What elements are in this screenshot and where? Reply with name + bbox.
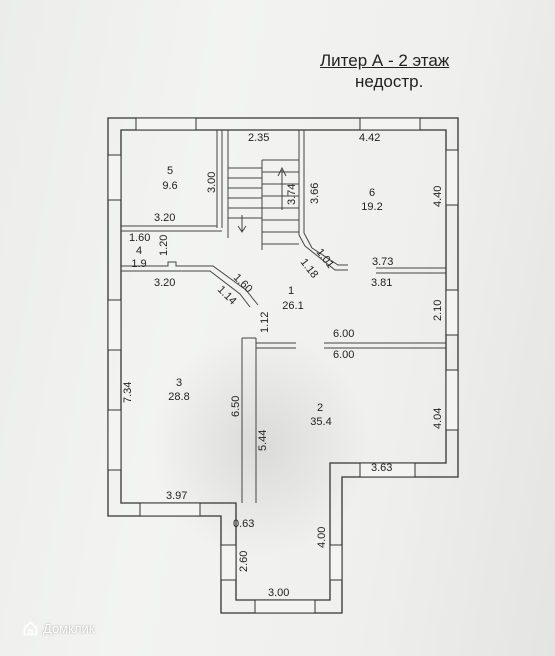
room-label-1: 1 (288, 285, 294, 297)
domclick-watermark: Домклик (22, 620, 95, 637)
window (254, 599, 316, 614)
dim-6-00-a: 6.00 (333, 328, 354, 340)
dim-3-73: 3.73 (372, 256, 393, 268)
wall-corridor-right (324, 342, 446, 349)
dim-4-00: 4.00 (316, 527, 328, 548)
dim-3-00-bot: 3.00 (268, 587, 289, 599)
dim-6-50: 6.50 (230, 396, 242, 417)
dim-1-14: 1.14 (215, 284, 239, 308)
wall-corridor-left (242, 337, 296, 349)
dim-2-60: 2.60 (238, 551, 250, 572)
outer-wall-outer (107, 117, 459, 614)
room-area-4: 1.9 (131, 258, 146, 270)
room-area-3: 28.8 (168, 391, 189, 403)
dim-4-42: 4.42 (359, 132, 380, 144)
dim-1-60-diag: 1.60 (231, 272, 255, 296)
dim-1-12: 1.12 (259, 312, 271, 333)
wall-room3-right (241, 338, 257, 503)
plan-subtitle: недостр. (355, 72, 424, 91)
room-label-2: 2 (317, 402, 323, 414)
house-logo-icon (23, 621, 38, 636)
window (107, 154, 122, 201)
room-area-2: 35.4 (310, 416, 331, 428)
dim-2-35: 2.35 (248, 132, 269, 144)
window (445, 149, 459, 206)
window (139, 502, 201, 517)
dim-1-01: 1.01 (314, 246, 337, 270)
dim-6-00-b: 6.00 (333, 349, 354, 361)
room-area-6: 19.2 (361, 201, 382, 213)
dim-1-18: 1.18 (298, 256, 321, 280)
dim-2-10: 2.10 (432, 300, 444, 321)
room-area-1: 26.1 (282, 300, 303, 312)
room-label-4: 4 (136, 245, 142, 257)
window (329, 544, 343, 581)
window (107, 299, 122, 351)
dim-4-40: 4.40 (432, 186, 444, 207)
plan-title: Литер А - 2 этаж (320, 51, 450, 70)
dim-4-04: 4.04 (432, 408, 444, 429)
dim-3-81: 3.81 (371, 277, 392, 289)
wall-room6-diag (304, 245, 348, 271)
wall-room6-bottom (376, 267, 446, 274)
room-label-3: 3 (176, 377, 182, 389)
room-label-5: 5 (167, 165, 173, 177)
dim-1-20: 1.20 (158, 235, 170, 256)
dim-3-66: 3.66 (309, 183, 321, 204)
dim-5-44: 5.44 (257, 430, 269, 451)
window (359, 462, 416, 478)
dim-1-60-r4: 1.60 (129, 232, 150, 244)
window (445, 369, 459, 431)
wall-room5-bottom (121, 225, 222, 232)
dim-7-34: 7.34 (122, 382, 134, 403)
dim-3-74: 3.74 (286, 184, 298, 205)
room-area-5: 9.6 (162, 180, 177, 192)
wall-room4 (121, 261, 259, 308)
window (220, 544, 237, 581)
dim-3-00-r5: 3.00 (206, 172, 218, 193)
room-label-6: 6 (369, 187, 375, 199)
dim-3-20-top: 3.20 (154, 212, 175, 224)
wall-room6-left (298, 130, 313, 249)
window (135, 117, 197, 131)
wall-room5-right (216, 130, 223, 228)
outer-wall-inner (120, 129, 447, 601)
window (445, 289, 459, 336)
dim-0-63: 0.63 (233, 518, 254, 530)
staircase (227, 130, 299, 250)
window (359, 117, 421, 131)
dim-3-20-bot: 3.20 (154, 277, 175, 289)
dim-3-97: 3.97 (166, 490, 187, 502)
dim-3-63: 3.63 (371, 462, 392, 474)
window (107, 409, 122, 471)
watermark-text: Домклик (43, 621, 95, 636)
